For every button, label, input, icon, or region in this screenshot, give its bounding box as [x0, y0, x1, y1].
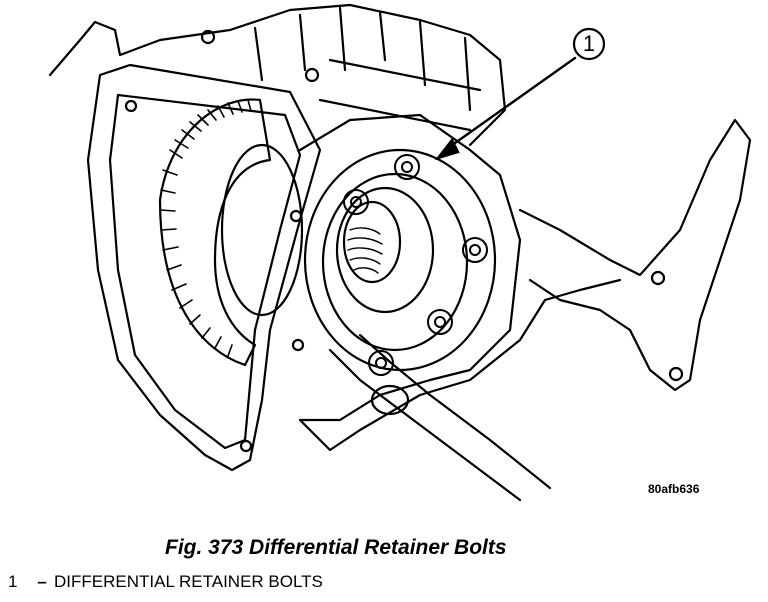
legend-dash: –	[37, 572, 47, 591]
callout-number: 1	[582, 31, 596, 56]
figure-caption: Fig. 373 Differential Retainer Bolts	[165, 536, 507, 559]
case-body	[298, 113, 522, 422]
retainer-bolt	[394, 154, 420, 180]
legend-label: DIFFERENTIAL RETAINER BOLTS	[54, 572, 323, 591]
image-code: 80afb636	[648, 482, 700, 496]
axle-joint	[370, 384, 410, 416]
legend-number: 1	[8, 572, 18, 591]
callout-circle	[572, 27, 606, 61]
retainer-bolt	[462, 237, 488, 263]
seal-threads	[347, 227, 383, 274]
legend: 1–DIFFERENTIAL RETAINER BOLTS	[8, 572, 323, 592]
ring-gear-outer	[158, 98, 272, 367]
retainer-bolt	[343, 189, 369, 215]
lower-case	[298, 278, 622, 452]
retainer-bolt	[427, 309, 453, 335]
axle-tube	[328, 333, 552, 502]
callout-leader	[446, 56, 577, 150]
carrier-flange	[220, 143, 304, 317]
retainer-inner	[335, 186, 435, 314]
case-top-outline	[48, 3, 507, 147]
ring-gear-teeth	[159, 99, 252, 357]
retainer-ring	[321, 172, 469, 352]
seal-bore	[342, 200, 402, 284]
retainer-bolts	[343, 154, 488, 376]
case-ribs	[253, 6, 482, 132]
callout-arrowhead	[434, 137, 460, 161]
left-flange	[86, 63, 322, 472]
right-mount	[518, 118, 752, 392]
left-flange-inner	[108, 93, 302, 450]
legend-item: 1–DIFFERENTIAL RETAINER BOLTS	[8, 572, 323, 592]
retainer-bolt	[368, 350, 394, 376]
transmission-illustration	[48, 3, 752, 502]
